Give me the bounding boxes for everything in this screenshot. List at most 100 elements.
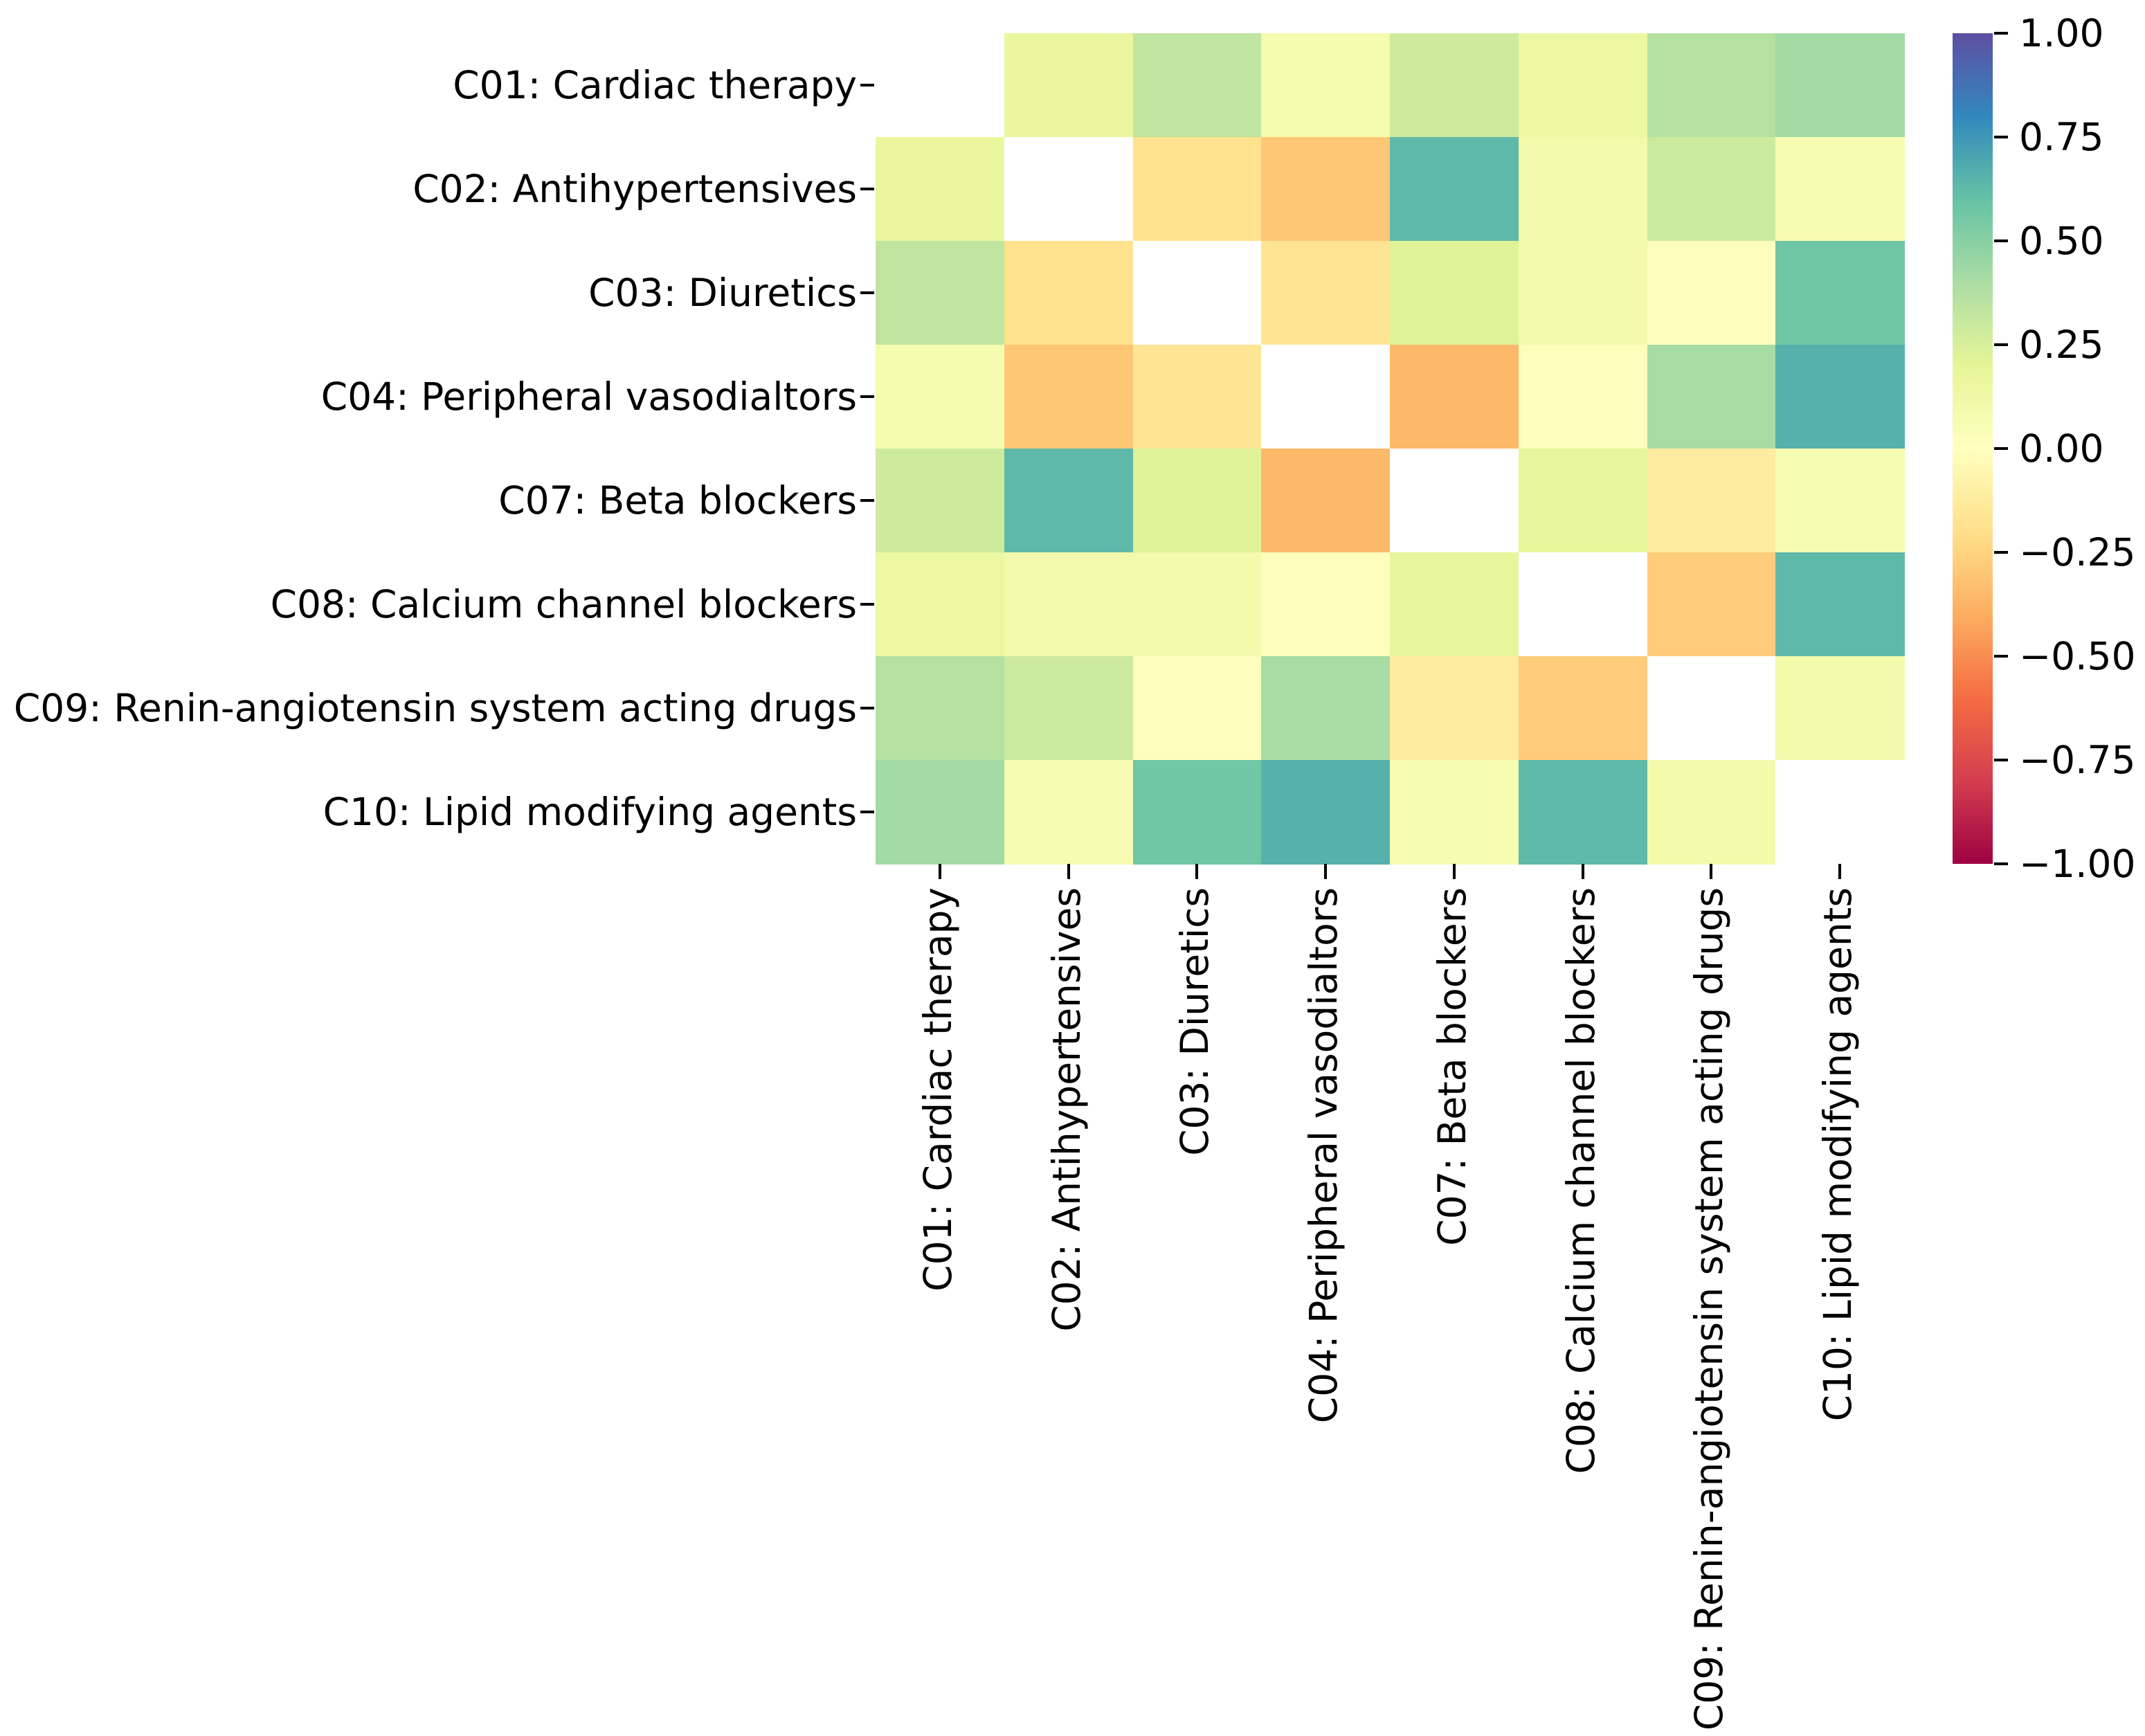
heatmap-cell <box>1775 241 1905 345</box>
colorbar-tick-label: 1.00 <box>2019 11 2104 55</box>
heatmap-cell <box>1004 449 1134 553</box>
heatmap-cell <box>1261 345 1391 449</box>
heatmap-cell <box>1261 760 1391 865</box>
heatmap-cell <box>1132 552 1262 657</box>
y-tick-label: C01: Cardiac therapy <box>453 63 857 107</box>
colorbar-tick-mark <box>1994 32 2008 35</box>
y-tick-label: C02: Antihypertensives <box>413 167 857 211</box>
heatmap-cell <box>1518 552 1648 657</box>
x-tick-label: C04: Peripheral vasodialtors <box>1301 887 1346 1424</box>
x-tick-mark <box>1710 864 1713 879</box>
x-tick-label: C09: Renin-angiotensin system acting dru… <box>1687 887 1732 1731</box>
heatmap-cell <box>1775 552 1905 657</box>
heatmap-cell <box>1004 656 1134 761</box>
y-tick-label: C04: Peripheral vasodialtors <box>320 374 857 419</box>
colorbar-tick-label: −1.00 <box>2019 842 2136 886</box>
heatmap-cell <box>1132 449 1262 553</box>
heatmap-cell <box>1518 656 1648 761</box>
heatmap-cell <box>1518 760 1648 865</box>
y-tick-mark <box>860 188 874 190</box>
colorbar-tick-mark <box>1994 551 2008 554</box>
heatmap-cell <box>1261 137 1391 242</box>
x-tick-label: C02: Antihypertensives <box>1044 887 1089 1332</box>
heatmap-cell <box>876 345 1005 449</box>
colorbar-tick-label: 0.50 <box>2019 219 2104 263</box>
x-tick-mark <box>1324 864 1328 879</box>
heatmap-cell <box>876 552 1005 657</box>
heatmap-cell <box>1518 33 1648 138</box>
x-tick-mark <box>1838 864 1842 879</box>
heatmap-cell <box>1390 137 1519 242</box>
x-tick-label: C08: Calcium channel blockers <box>1558 887 1603 1474</box>
heatmap-cell <box>1775 345 1905 449</box>
colorbar-tick-mark <box>1994 343 2008 346</box>
colorbar-tick-label: −0.25 <box>2019 530 2136 575</box>
colorbar-tick-mark <box>1994 759 2008 761</box>
heatmap-cell <box>1647 345 1776 449</box>
heatmap-cell <box>876 33 1005 138</box>
x-tick-mark <box>1452 864 1456 879</box>
heatmap-cell <box>1132 241 1262 345</box>
colorbar-gradient <box>1953 33 1993 864</box>
x-tick-label: C07: Beta blockers <box>1429 887 1474 1246</box>
heatmap-cell <box>1775 656 1905 761</box>
y-tick-label: C10: Lipid modifying agents <box>323 790 857 834</box>
x-tick-mark <box>1581 864 1584 879</box>
heatmap-cell <box>1390 552 1519 657</box>
heatmap-cell <box>1518 345 1648 449</box>
heatmap-cell <box>1261 241 1391 345</box>
heatmap-cell <box>1647 449 1776 553</box>
heatmap-cell <box>1004 345 1134 449</box>
heatmap-cell <box>1390 33 1519 138</box>
heatmap-cell <box>1775 33 1905 138</box>
heatmap-cell <box>1390 656 1519 761</box>
colorbar-tick-mark <box>1994 447 2008 450</box>
heatmap-cell <box>1132 760 1262 865</box>
colorbar-tick-mark <box>1994 239 2008 242</box>
heatmap-cell <box>1004 760 1134 865</box>
heatmap-cell <box>1775 449 1905 553</box>
heatmap-cell <box>1004 552 1134 657</box>
x-tick-mark <box>1195 864 1199 879</box>
heatmap-cell <box>1390 760 1519 865</box>
heatmap-cell <box>1261 33 1391 138</box>
heatmap-cell <box>876 449 1005 553</box>
colorbar-tick-label: 0.00 <box>2019 426 2104 471</box>
y-tick-label: C03: Diuretics <box>588 271 857 315</box>
heatmap-cell <box>1775 760 1905 865</box>
heatmap-cell <box>1518 241 1648 345</box>
y-tick-mark <box>860 811 874 813</box>
heatmap-cell <box>1775 137 1905 242</box>
y-tick-label: C09: Renin-angiotensin system acting dru… <box>13 686 857 730</box>
heatmap-cell <box>1004 33 1134 138</box>
y-tick-mark <box>860 291 874 294</box>
heatmap-cell <box>1132 656 1262 761</box>
heatmap-cell <box>1390 449 1519 553</box>
heatmap-cell <box>1390 241 1519 345</box>
heatmap-cell <box>1647 137 1776 242</box>
x-tick-mark <box>1067 864 1070 879</box>
heatmap-cell <box>1647 656 1776 761</box>
x-tick-mark <box>938 864 941 879</box>
heatmap-cell <box>1647 33 1776 138</box>
heatmap-cell <box>876 241 1005 345</box>
heatmap-cell <box>1132 137 1262 242</box>
heatmap-cell <box>1261 552 1391 657</box>
heatmap-cell <box>1132 345 1262 449</box>
heatmap-cell <box>1518 449 1648 553</box>
x-tick-label: C10: Lipid modifying agents <box>1816 887 1861 1422</box>
colorbar-tick-mark <box>1994 862 2008 865</box>
heatmap-grid <box>876 33 1905 865</box>
colorbar-tick-mark <box>1994 655 2008 658</box>
colorbar-tick-label: 0.75 <box>2019 115 2104 159</box>
heatmap-cell <box>1647 241 1776 345</box>
y-tick-mark <box>860 84 874 87</box>
y-tick-mark <box>860 707 874 709</box>
colorbar-tick-label: −0.50 <box>2019 634 2136 678</box>
y-tick-label: C07: Beta blockers <box>498 478 857 523</box>
y-tick-mark <box>860 603 874 606</box>
heatmap-cell <box>1261 449 1391 553</box>
heatmap-cell <box>1004 137 1134 242</box>
heatmap-cell <box>876 137 1005 242</box>
